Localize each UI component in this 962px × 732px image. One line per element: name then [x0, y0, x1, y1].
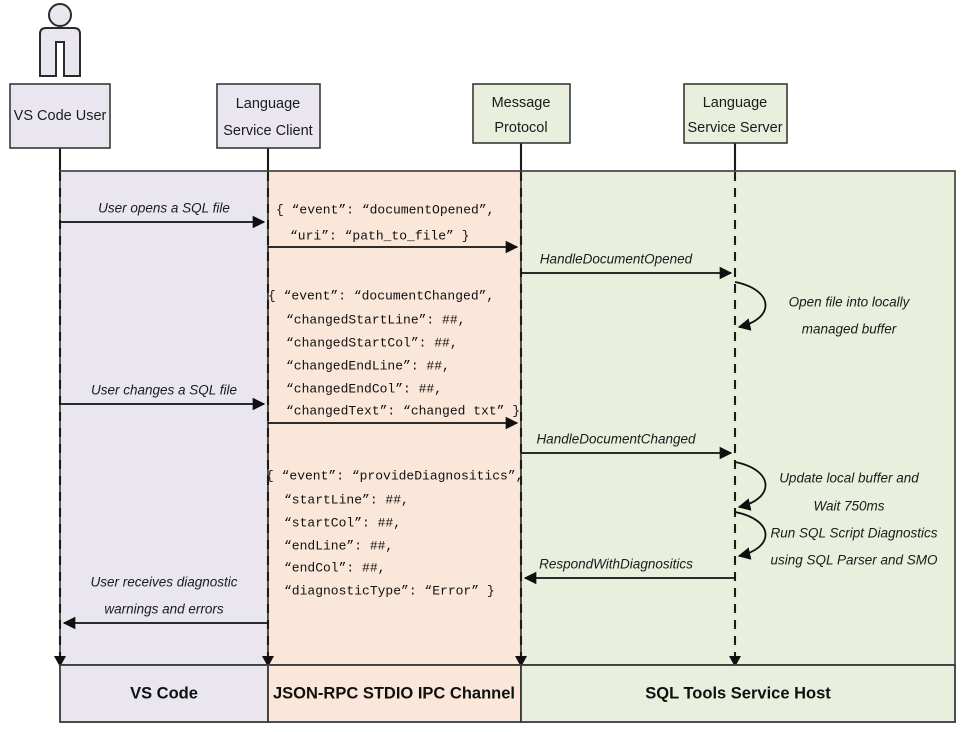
band-host	[520, 170, 956, 666]
terminator-language-service-server	[729, 656, 741, 667]
participant-box-message-protocol[interactable]	[472, 83, 571, 144]
self-loop-arrows: Open file into locally managed buffer Up…	[734, 281, 938, 568]
json-payload-document-changed: { “event”: “documentChanged”, “changedSt…	[268, 288, 520, 418]
json-document-changed-line-0: { “event”: “documentChanged”,	[268, 288, 494, 303]
json-provide-diagnostics-line-4: “endCol”: ##,	[284, 560, 385, 575]
participant-label-language-service-client-line2: Service Client	[223, 123, 312, 139]
vs-code-user-figure	[39, 3, 81, 77]
json-payload-document-opened: { “event”: “documentOpened”, “uri”: “pat…	[276, 202, 494, 243]
json-document-changed-line-3: “changedEndLine”: ##,	[286, 358, 450, 373]
lifeline-stubs	[58, 143, 737, 172]
label-handle-document-opened: HandleDocumentOpened	[540, 252, 693, 267]
participant-box-language-service-server[interactable]	[683, 83, 788, 144]
terminator-vs-code-user	[54, 656, 66, 667]
label-user-receives-warnings-line1: User receives diagnostic	[90, 575, 237, 590]
json-provide-diagnostics-line-0: { “event”: “provideDiagnositics”,	[266, 468, 523, 483]
self-loop-run-sql-script-diagnostics	[734, 511, 767, 560]
lifeline-terminators	[54, 656, 741, 667]
message-arrows: User opens a SQL file HandleDocumentOpen…	[60, 201, 735, 630]
footer-label-host: SQL Tools Service Host	[645, 684, 831, 702]
swimlane-bands	[59, 170, 956, 666]
json-provide-diagnostics-line-5: “diagnosticType”: “Error” }	[284, 583, 495, 598]
json-payload-provide-diagnostics: { “event”: “provideDiagnositics”, “start…	[266, 468, 523, 598]
json-document-opened-line-0: { “event”: “documentOpened”,	[276, 202, 494, 217]
participant-boxes: VS Code User Language Service Client Mes…	[9, 83, 788, 149]
footer-label-vs-code: VS Code	[130, 684, 198, 702]
participant-label-message-protocol-line1: Message	[492, 95, 551, 111]
participant-label-vs-code-user-line1: VS Code User	[14, 108, 107, 124]
terminator-language-service-client	[262, 656, 274, 667]
participant-box-vs-code-user[interactable]	[9, 83, 111, 149]
note-update-buffer-line1: Update local buffer and	[779, 471, 919, 486]
footer-label-ipc: JSON-RPC STDIO IPC Channel	[273, 684, 515, 702]
note-run-diagnostics-line2: using SQL Parser and SMO	[770, 553, 938, 568]
band-vs-code	[59, 170, 269, 666]
terminator-message-protocol	[515, 656, 527, 667]
json-document-changed-line-5: “changedText”: “changed txt” }	[286, 403, 520, 418]
participant-label-message-protocol-line2: Protocol	[494, 120, 547, 136]
json-provide-diagnostics-line-2: “startCol”: ##,	[284, 515, 401, 530]
footer-bar: VS Code JSON-RPC STDIO IPC Channel SQL T…	[59, 664, 956, 723]
json-provide-diagnostics-line-1: “startLine”: ##,	[284, 492, 409, 507]
participant-box-language-service-client[interactable]	[216, 83, 321, 149]
self-loop-open-file-into-buffer	[734, 281, 767, 331]
note-update-buffer-line2: Wait 750ms	[813, 499, 884, 514]
json-document-opened-line-1: “uri”: “path_to_file” }	[290, 228, 469, 243]
footer-cell-ipc[interactable]	[267, 664, 522, 723]
note-open-file-into-buffer-line1: Open file into locally	[789, 295, 911, 310]
label-user-opens-file: User opens a SQL file	[98, 201, 230, 216]
footer-cell-host[interactable]	[520, 664, 956, 723]
participant-label-language-service-server-line2: Service Server	[687, 120, 782, 136]
json-document-changed-line-2: “changedStartCol”: ##,	[286, 335, 458, 350]
label-handle-document-changed: HandleDocumentChanged	[536, 432, 696, 447]
label-user-changes-file: User changes a SQL file	[91, 383, 237, 398]
participant-label-language-service-server-line1: Language	[703, 95, 768, 111]
note-open-file-into-buffer-line2: managed buffer	[802, 322, 897, 337]
label-respond-diagnostics: RespondWithDiagnositics	[539, 557, 693, 572]
json-document-changed-line-4: “changedEndCol”: ##,	[286, 381, 442, 396]
lifelines	[58, 172, 737, 664]
json-provide-diagnostics-line-3: “endLine”: ##,	[284, 538, 393, 553]
note-run-diagnostics-line1: Run SQL Script Diagnostics	[770, 526, 937, 541]
json-document-changed-line-1: “changedStartLine”: ##,	[286, 312, 465, 327]
self-loop-update-buffer-and-wait	[734, 461, 767, 511]
participant-label-language-service-client-line1: Language	[236, 96, 301, 112]
label-user-receives-warnings-line2: warnings and errors	[104, 602, 224, 617]
